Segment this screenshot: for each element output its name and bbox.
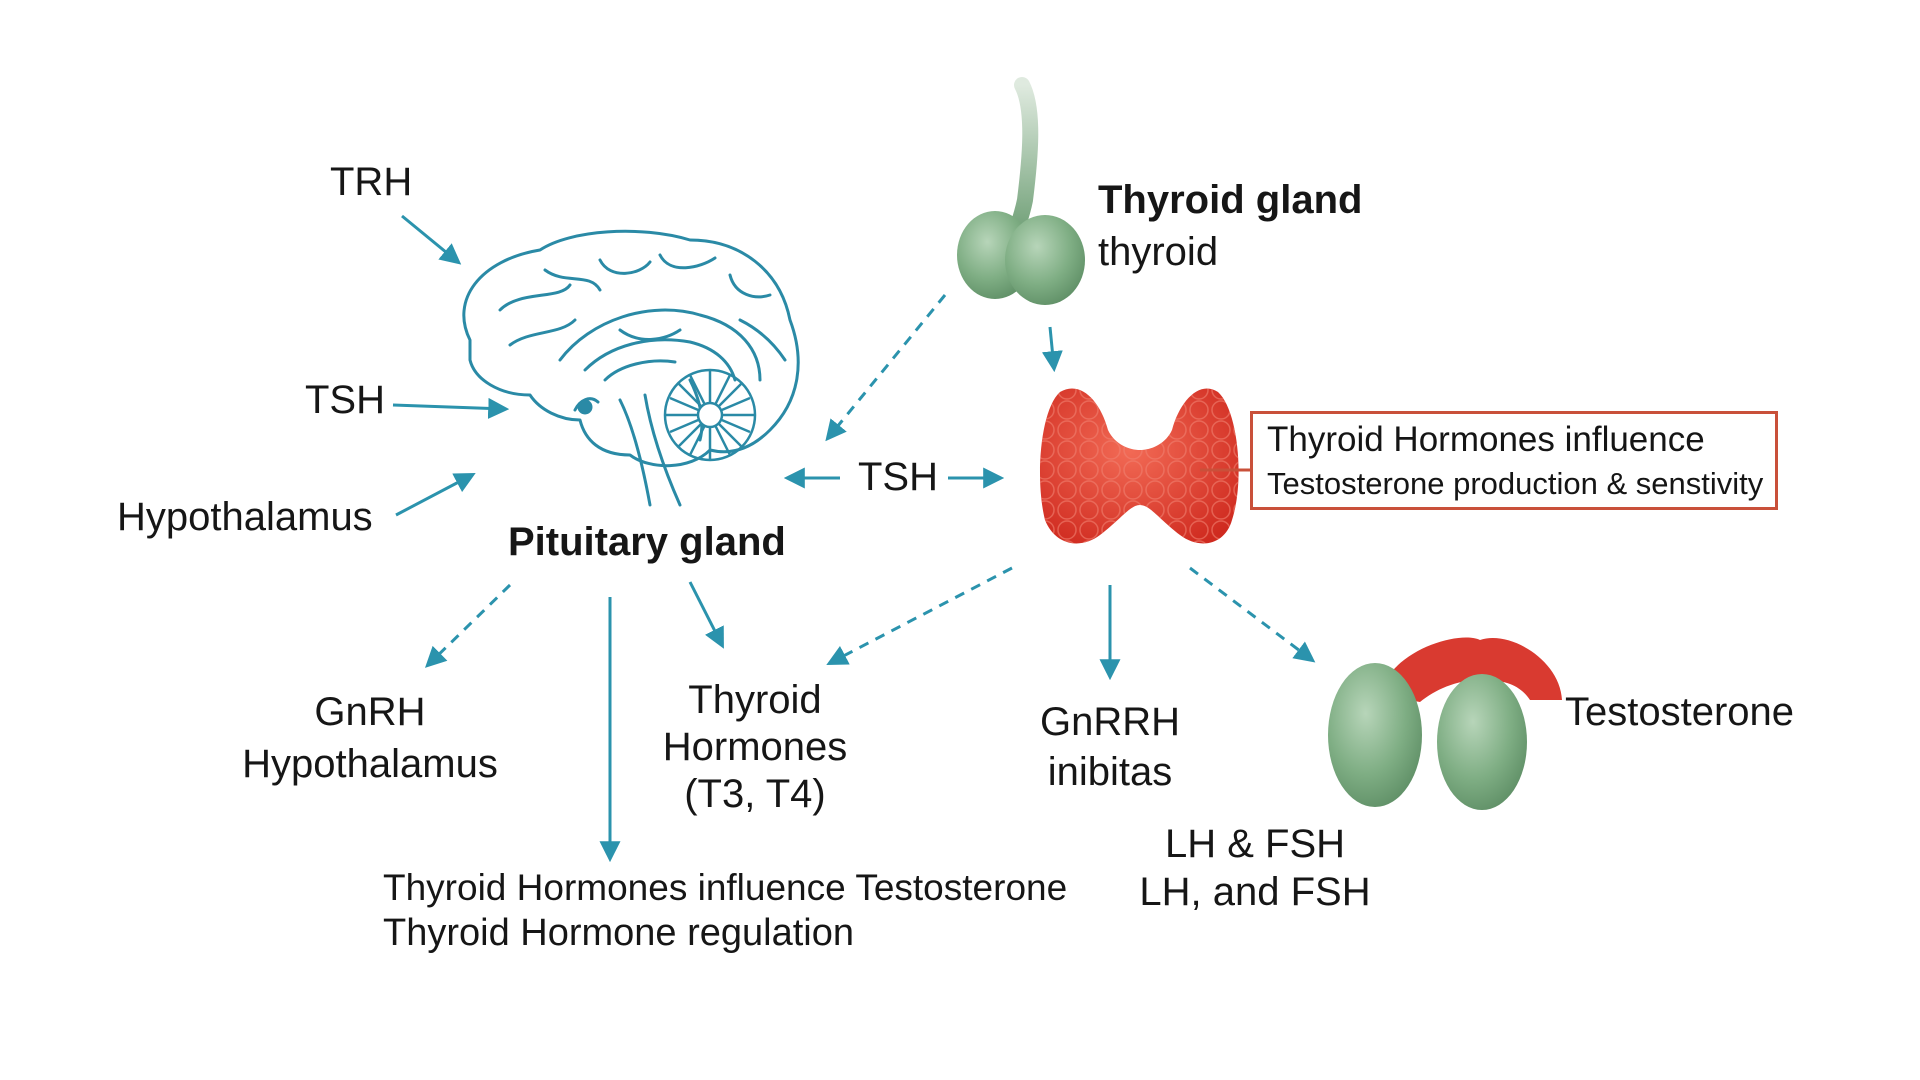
arrow-hypothalamus bbox=[395, 473, 476, 517]
label-gnrh-hypothalamus: Hypothalamus bbox=[242, 742, 498, 786]
label-trh: TRH bbox=[330, 160, 413, 204]
arrow-trh bbox=[401, 214, 462, 265]
label-hypothalamus-left: Hypothalamus bbox=[117, 495, 373, 539]
label-thyroid-hormones-3: (T3, T4) bbox=[684, 772, 826, 816]
arrow-green-to-thyroid bbox=[1041, 326, 1063, 373]
label-gnrrh-inibitas: inibitas bbox=[1047, 750, 1173, 794]
label-thyroid-gland: Thyroid gland bbox=[1098, 178, 1363, 222]
arrow-thyroid-to-hormones bbox=[826, 566, 1013, 665]
arrow-thyroid-to-testes bbox=[1189, 566, 1316, 663]
label-thyroid-hormones-2: Hormones bbox=[662, 725, 848, 769]
arrow-to-gnrh bbox=[424, 583, 512, 668]
label-thyroid-gland-sub: thyroid bbox=[1098, 230, 1219, 274]
arrow-to-thyroid-hormones bbox=[688, 581, 724, 649]
label-bottom-1: Thyroid Hormones influence Testosterone bbox=[383, 867, 1068, 908]
pituitary-gland-icon bbox=[663, 368, 757, 462]
label-bottom-2: Thyroid Hormone regulation bbox=[383, 912, 855, 954]
info-box-line1: Thyroid Hormones influence bbox=[1267, 420, 1705, 459]
label-pituitary-gland: Pituitary gland bbox=[508, 520, 786, 564]
label-thyroid-hormones-1: Thyroid bbox=[688, 678, 822, 722]
pituitary-gland-green-icon bbox=[957, 77, 1085, 305]
brain-icon bbox=[462, 229, 800, 507]
info-box-line2: Testosterone production & senstivity bbox=[1267, 466, 1764, 501]
label-tsh-left: TSH bbox=[305, 378, 385, 422]
arrow-pituitary-to-brain bbox=[825, 294, 947, 442]
label-tsh-center: TSH bbox=[858, 455, 938, 499]
label-lh-fsh-1: LH & FSH bbox=[1164, 822, 1346, 866]
thyroid-icon bbox=[1040, 388, 1239, 544]
label-gnrh: GnRH bbox=[314, 690, 426, 734]
label-testosterone: Testosterone bbox=[1565, 690, 1795, 734]
testes-icon bbox=[1328, 637, 1562, 810]
info-box: Thyroid Hormones influence Testosterone … bbox=[1250, 411, 1778, 510]
arrows bbox=[392, 214, 1316, 863]
arrow-tsh-left bbox=[392, 397, 510, 419]
label-lh-fsh-2: LH, and FSH bbox=[1139, 870, 1371, 914]
label-gnrrh: GnRRH bbox=[1039, 700, 1181, 744]
